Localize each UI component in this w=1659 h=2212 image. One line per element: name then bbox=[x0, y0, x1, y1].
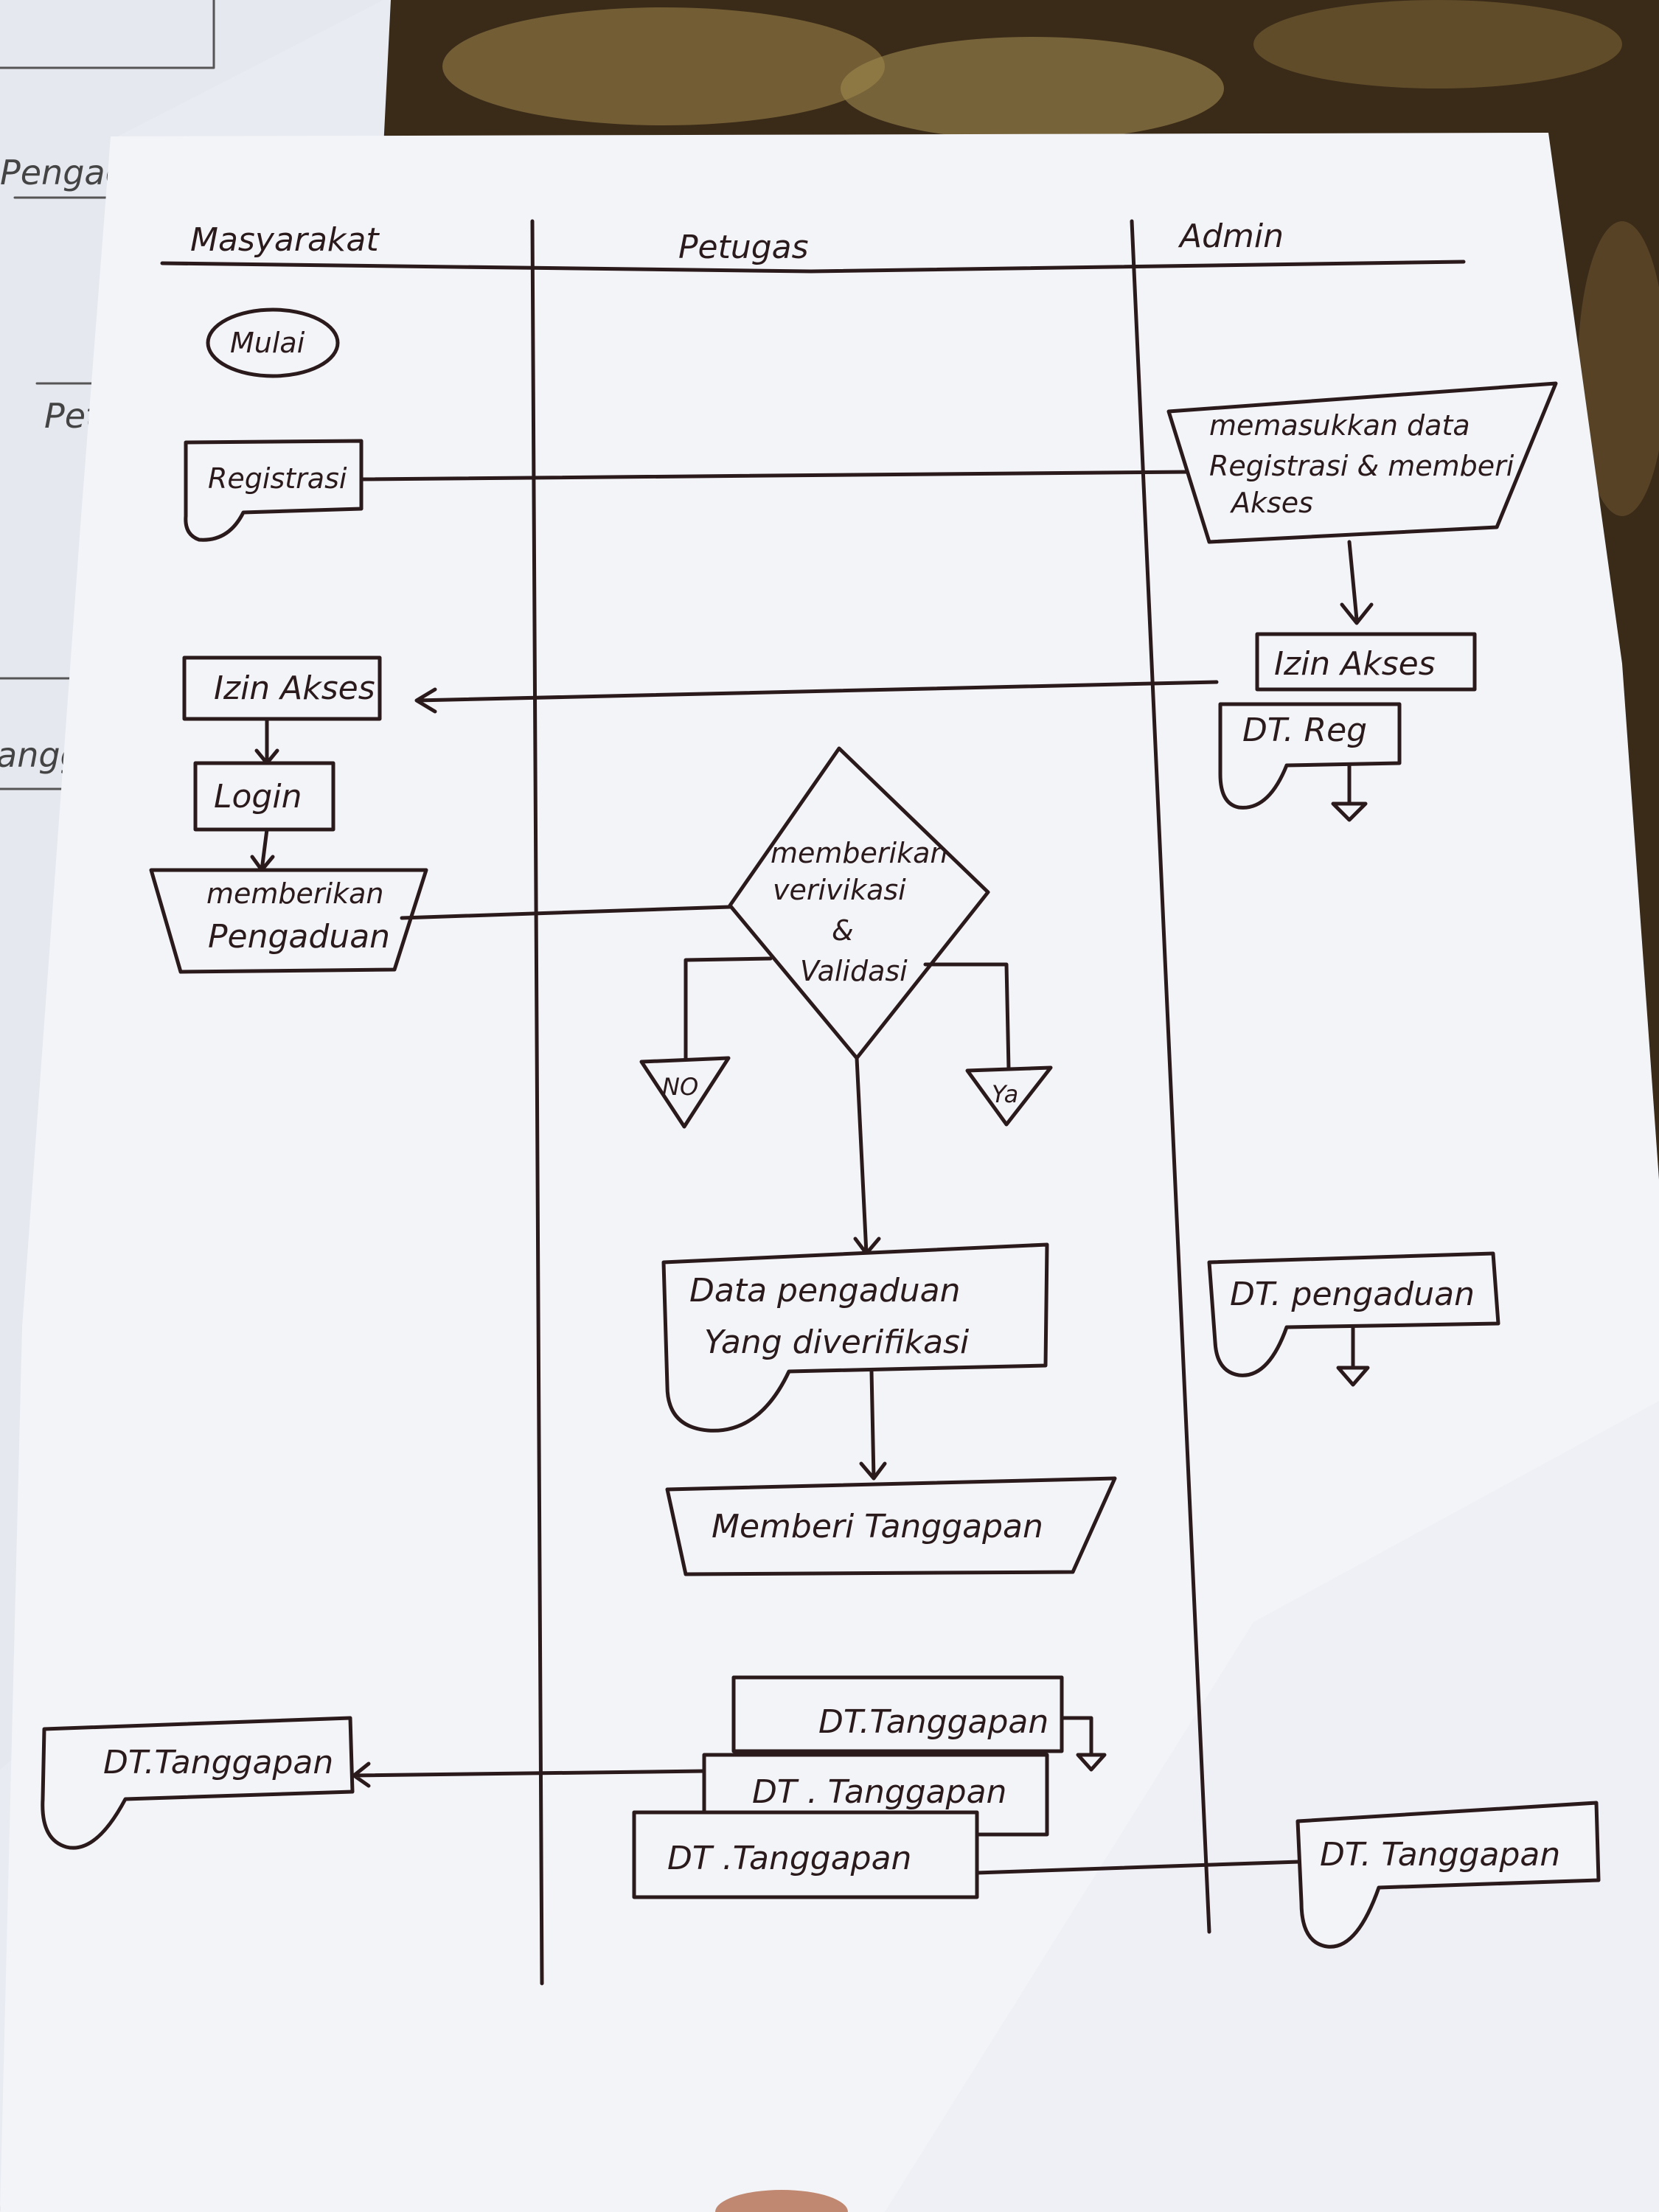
connector bbox=[414, 680, 1219, 714]
petugas-dt-tanggapan-label: DT . Tanggapan bbox=[752, 1773, 1006, 1811]
admin-izin-akses-box bbox=[1255, 632, 1477, 692]
connector bbox=[975, 1860, 1301, 1875]
memberikan-pengaduan-label: Pengaduan bbox=[208, 918, 390, 956]
admin-dt-tanggapan-document bbox=[1295, 1801, 1601, 1949]
registrasi-label: Registrasi bbox=[208, 462, 347, 495]
no-offpage-triangle bbox=[639, 1056, 731, 1129]
memberikan-pengaduan-trapezoid bbox=[149, 868, 428, 974]
decision-label: verivikasi bbox=[773, 874, 906, 906]
masyarakat-dt-tanggapan-label: DT.Tanggapan bbox=[103, 1744, 333, 1781]
start-label: Mulai bbox=[230, 327, 305, 359]
header-line bbox=[160, 260, 1466, 274]
data-pengaduan-label: Yang diverifikasi bbox=[704, 1324, 970, 1361]
petugas-dt-tanggapan-box bbox=[731, 1675, 1064, 1753]
no-branch-line bbox=[684, 956, 773, 1064]
petugas-dt-tanggapan-label: DT.Tanggapan bbox=[818, 1703, 1048, 1741]
admin-input-trapezoid bbox=[1166, 381, 1558, 544]
admin-input-label: memasukkan data bbox=[1209, 409, 1470, 442]
connector bbox=[359, 470, 1191, 481]
admin-dt-tanggapan-label: DT. Tanggapan bbox=[1320, 1836, 1560, 1874]
finger bbox=[715, 2190, 848, 2212]
data-pengaduan-document bbox=[661, 1242, 1049, 1433]
decision-label: Validasi bbox=[800, 955, 908, 987]
admin-input-label: Akses bbox=[1229, 487, 1313, 519]
no-label: NO bbox=[662, 1073, 698, 1101]
admin-dt-reg-document bbox=[1218, 702, 1402, 810]
arrow bbox=[859, 1369, 887, 1481]
admin-dt-pengaduan-label: DT. pengaduan bbox=[1230, 1276, 1475, 1313]
arrow bbox=[1340, 540, 1374, 625]
offpage-connector bbox=[1336, 1325, 1370, 1387]
izin-akses-box bbox=[182, 655, 382, 721]
yes-branch-line bbox=[923, 962, 1011, 1071]
admin-izin-akses-label: Izin Akses bbox=[1274, 645, 1436, 683]
petugas-dt-tanggapan-label: DT .Tanggapan bbox=[667, 1840, 911, 1877]
lane-header-admin: Admin bbox=[1178, 218, 1284, 255]
lane-divider bbox=[1130, 219, 1211, 1934]
masyarakat-dt-tanggapan-document bbox=[41, 1716, 355, 1850]
memberi-tanggapan-trapezoid bbox=[665, 1476, 1117, 1576]
admin-dt-pengaduan-document bbox=[1207, 1251, 1500, 1377]
decision-label: memberikan bbox=[771, 837, 947, 869]
petugas-dt-tanggapan-box bbox=[632, 1810, 979, 1899]
offpage-connector bbox=[1060, 1716, 1107, 1772]
registrasi-document bbox=[184, 439, 364, 542]
admin-dt-reg-label: DT. Reg bbox=[1242, 712, 1367, 749]
yes-label: Ya bbox=[992, 1080, 1018, 1108]
start-terminator bbox=[206, 307, 340, 378]
connector bbox=[352, 1761, 706, 1788]
lane-header-petugas: Petugas bbox=[678, 229, 809, 266]
yes-offpage-triangle bbox=[965, 1065, 1053, 1127]
admin-input-label: Registrasi & memberi bbox=[1209, 450, 1514, 482]
data-pengaduan-label: Data pengaduan bbox=[689, 1272, 961, 1310]
login-label: Login bbox=[214, 778, 302, 815]
memberikan-pengaduan-label: memberikan bbox=[206, 877, 383, 910]
decision-label: & bbox=[832, 914, 854, 947]
lane-divider bbox=[530, 219, 544, 1986]
login-box bbox=[193, 761, 335, 832]
offpage-connector bbox=[1331, 763, 1368, 822]
lane-header-masyarakat: Masyarakat bbox=[190, 221, 380, 259]
memberi-tanggapan-label: Memberi Tanggapan bbox=[712, 1508, 1043, 1545]
connector bbox=[400, 905, 732, 920]
izin-akses-label: Izin Akses bbox=[214, 669, 375, 707]
